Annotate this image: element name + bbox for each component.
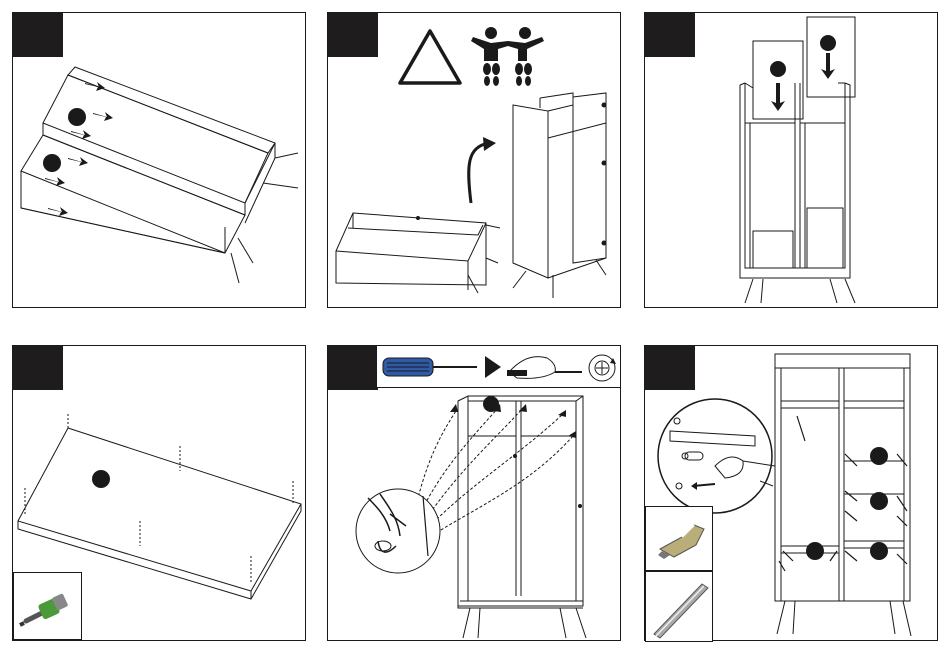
callout-dot	[870, 492, 888, 510]
callout-dot	[806, 542, 824, 560]
assembly-illustration	[328, 13, 622, 309]
cam-bolt-inset	[13, 572, 82, 640]
step-panel-1	[12, 12, 306, 308]
shelf-pin-inset	[645, 506, 713, 571]
assembly-illustration	[13, 13, 307, 309]
hanging-rail-inset	[645, 571, 713, 642]
step-panel-5	[327, 345, 621, 641]
callout-dot	[68, 108, 86, 126]
callout-dot	[870, 542, 888, 560]
callout-dot	[92, 470, 110, 488]
step-panel-2	[327, 12, 621, 308]
warning-triangle-icon	[400, 31, 460, 83]
callout-dot	[770, 61, 786, 77]
callout-dot	[483, 396, 499, 412]
step-panel-3	[644, 12, 938, 308]
step-panel-6	[644, 345, 938, 641]
callout-dot	[870, 447, 888, 465]
callout-dot	[820, 35, 836, 51]
assembly-illustration	[645, 13, 939, 309]
two-person-lift-icon	[471, 27, 544, 86]
step-panel-4	[12, 345, 306, 641]
cam-bolt-icon	[14, 573, 83, 641]
callout-dot	[43, 154, 61, 172]
assembly-illustration	[328, 346, 622, 642]
shelf-pin-icon	[646, 507, 714, 572]
hanging-rail-icon	[646, 572, 714, 643]
